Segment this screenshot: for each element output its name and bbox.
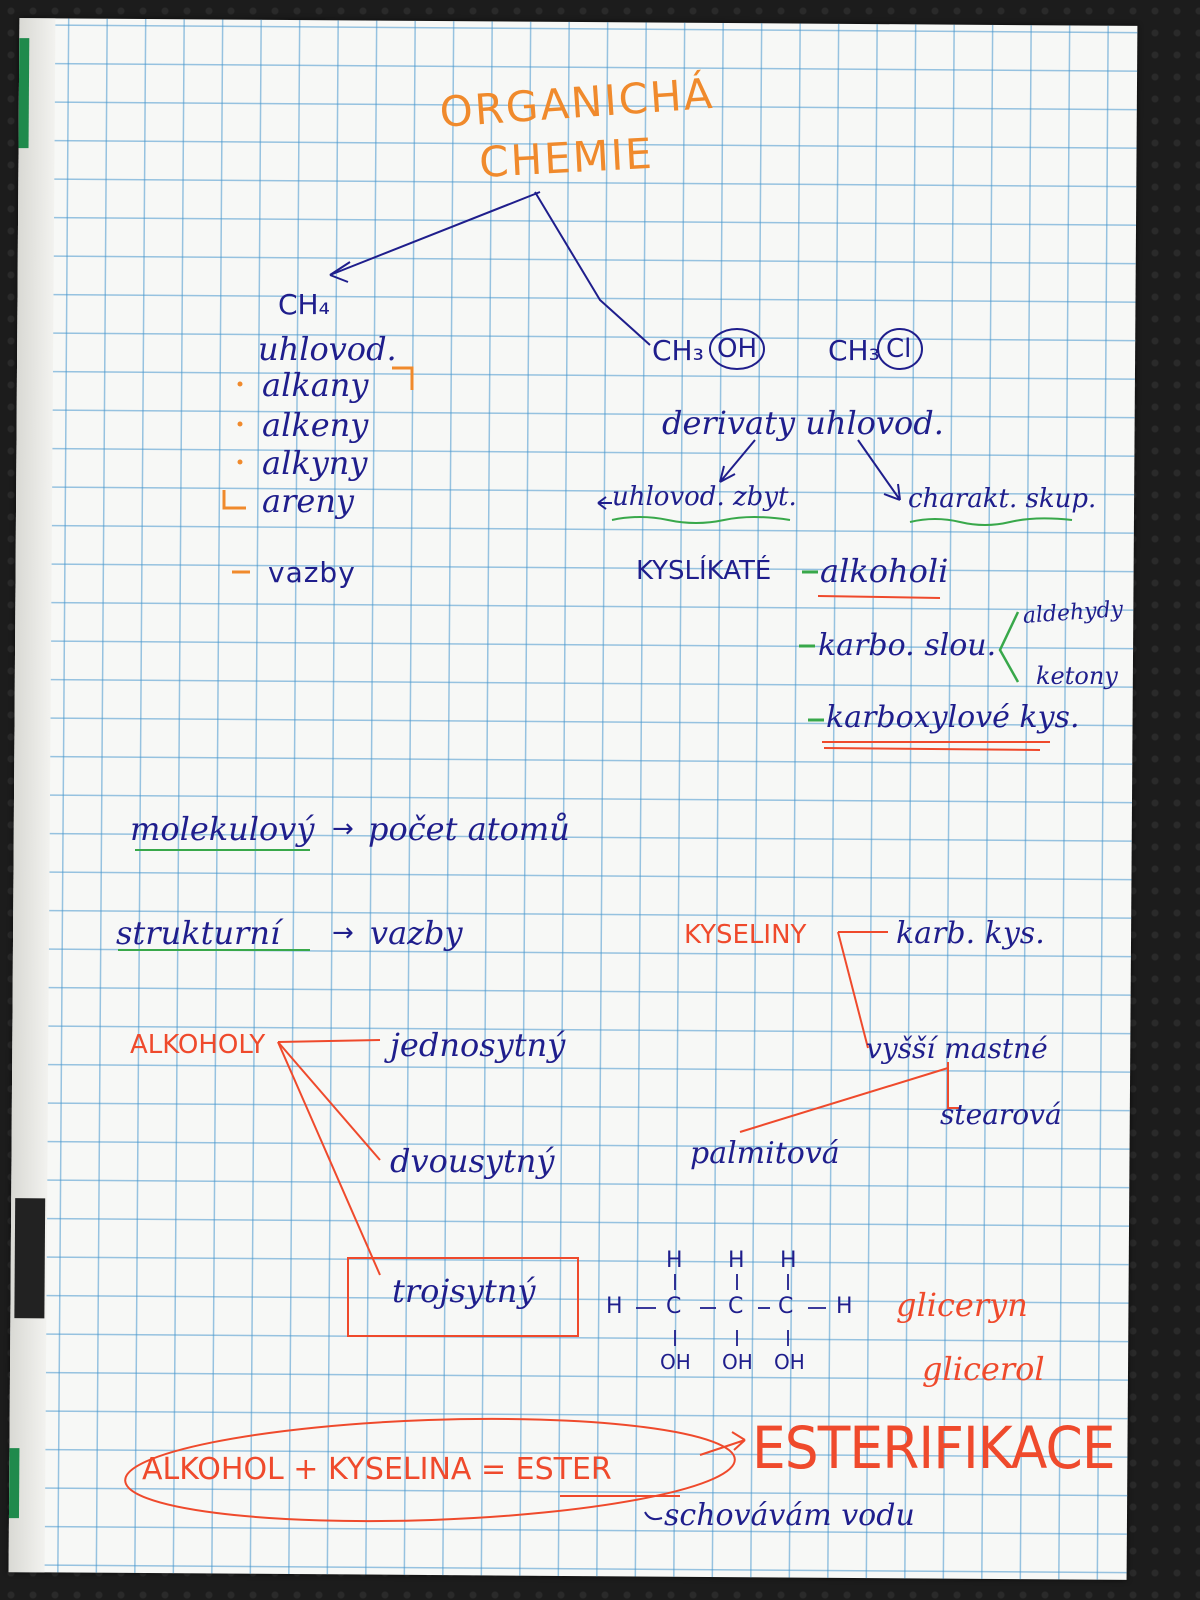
glycerol-h-left: H — [606, 1294, 623, 1319]
alcohol-monohydric: jednosytný — [390, 1026, 566, 1064]
glycerol-oh-1: OH — [660, 1350, 691, 1374]
ketones-label: ketony — [1036, 662, 1118, 690]
structural-formula-label: strukturní — [116, 914, 281, 952]
chlorine-group: Cl — [886, 334, 912, 364]
alcohol-dihydric: dvousytný — [390, 1142, 555, 1180]
acid-palmitic: palmitová — [690, 1136, 840, 1171]
glycerol-carbon-3: C — [778, 1294, 794, 1319]
bonds-note: vazby — [268, 556, 356, 589]
title-line-2: CHEMIE — [478, 128, 655, 187]
esterification-title: ESTERIFIKACE — [752, 1414, 1116, 1482]
glycerol-h-top-1: H — [666, 1248, 683, 1273]
acid-type-fatty: vyšší mastné — [866, 1032, 1048, 1065]
characteristic-group-label: charakt. skup. — [908, 484, 1097, 514]
molecular-formula-meaning: počet atomů — [368, 810, 570, 848]
alcohol-trihydric: trojsytný — [392, 1272, 536, 1310]
hydroxyl-group: OH — [717, 334, 758, 364]
class-alcohols: alkoholi — [820, 552, 949, 590]
acids-label: KYSELINY — [684, 920, 807, 950]
structural-formula-meaning: vazby — [370, 914, 463, 952]
esterification-equation: ALKOHOL + KYSELINA = ESTER — [142, 1452, 612, 1487]
glycerol-h-top-3: H — [780, 1248, 797, 1273]
methanol-formula-ch3: CH₃ — [652, 334, 704, 367]
structural-arrow: → — [332, 918, 354, 948]
class-carbonyl-compounds: karbo. slou. — [818, 628, 997, 663]
hydrocarbon-residue-label: uhlovod. zbyt. — [612, 482, 797, 512]
methane-formula: CH₄ — [278, 288, 330, 321]
list-item-alkyny: alkyny — [262, 444, 368, 482]
esterification-note: schovávám vodu — [664, 1498, 915, 1533]
glycerol-oh-3: OH — [774, 1350, 805, 1374]
oxygen-derivatives-label: KYSLÍKATÉ — [636, 556, 772, 586]
molecular-formula-label: molekulový — [130, 810, 315, 848]
list-item-areny: areny — [262, 482, 354, 520]
molecular-arrow: → — [332, 814, 354, 844]
alcohols-label: ALKOHOLY — [130, 1030, 266, 1060]
glycerol-h-top-2: H — [728, 1248, 745, 1273]
derivatives-label: derivaty uhlovod. — [662, 404, 944, 442]
list-item-alkeny: alkeny — [262, 406, 369, 444]
acid-stearic: stearová — [940, 1098, 1062, 1131]
glycerol-oh-2: OH — [722, 1350, 753, 1374]
chloromethane-formula-ch3: CH₃ — [828, 334, 880, 367]
acid-type-carboxylic: karb. kys. — [896, 916, 1045, 951]
glycerol-h-right: H — [836, 1294, 853, 1319]
hydrocarbons-heading: uhlovod. — [258, 330, 397, 368]
glycerol-name-1: gliceryn — [896, 1286, 1028, 1324]
glycerol-name-2: glicerol — [922, 1350, 1045, 1388]
glycerol-carbon-1: C — [666, 1294, 682, 1319]
class-carboxylic-acids: karboxylové kys. — [826, 700, 1080, 735]
glycerol-carbon-2: C — [728, 1294, 744, 1319]
list-item-alkany: alkany — [262, 366, 369, 404]
